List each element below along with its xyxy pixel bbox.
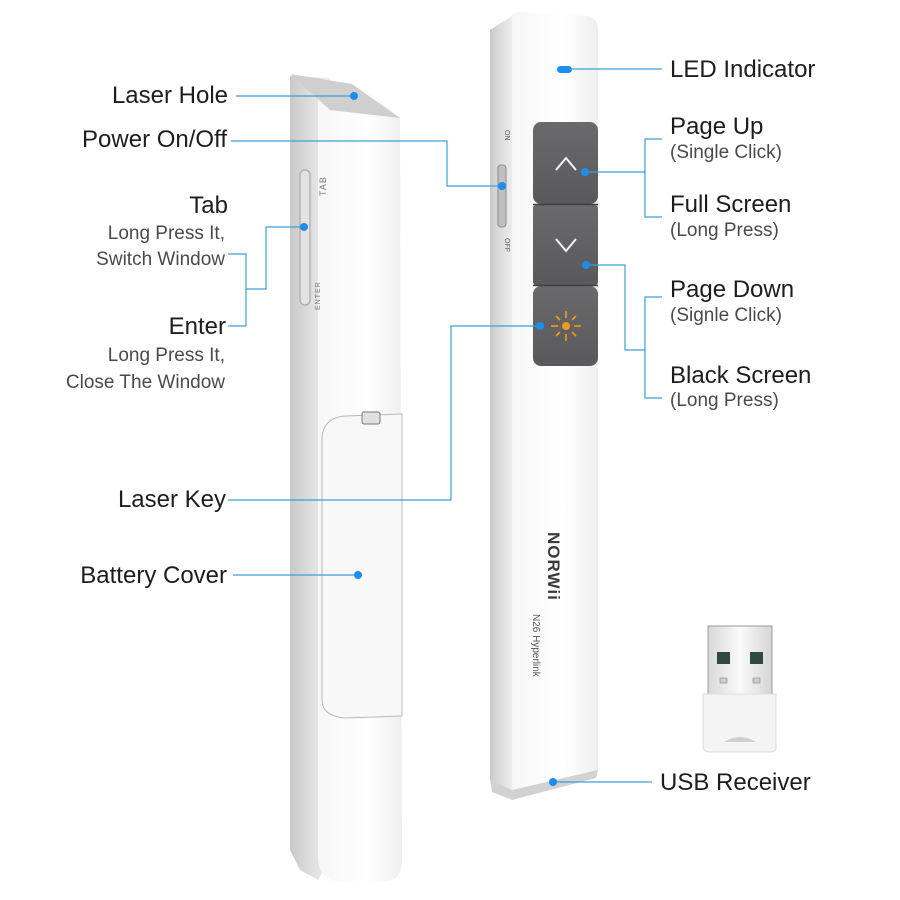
right-presenter-body bbox=[490, 12, 598, 800]
label-page-down-desc: (Signle Click) bbox=[670, 305, 782, 326]
callout-page-up-bracket bbox=[644, 138, 662, 218]
label-black-screen: Black Screen bbox=[670, 362, 812, 389]
tab-enter-rocker bbox=[299, 169, 311, 306]
label-tab: Tab bbox=[189, 192, 228, 219]
chevron-up-icon bbox=[555, 156, 577, 171]
chevron-down-icon bbox=[555, 238, 577, 253]
label-laser-hole: Laser Hole bbox=[111, 82, 228, 109]
page-up-button[interactable] bbox=[533, 122, 598, 204]
label-enter-desc-2: Close The Window bbox=[65, 372, 225, 393]
led-indicator bbox=[557, 66, 572, 73]
label-laser-key: Laser Key bbox=[117, 486, 226, 513]
enter-marking-text: ENTER bbox=[315, 281, 322, 310]
label-black-screen-desc: (Long Press) bbox=[670, 390, 779, 411]
off-marking-text: OFF bbox=[503, 238, 510, 252]
laser-sun-icon bbox=[551, 311, 581, 341]
label-usb-receiver: USB Receiver bbox=[660, 769, 811, 796]
left-presenter-body bbox=[290, 74, 403, 882]
label-tab-desc-1: Long Press It, bbox=[107, 223, 225, 244]
label-led: LED Indicator bbox=[670, 56, 816, 83]
model-name: N26 Hyperlink bbox=[530, 614, 541, 677]
callout-lines bbox=[228, 68, 662, 783]
callout-laser-key bbox=[228, 325, 540, 501]
power-slider bbox=[497, 164, 507, 228]
label-page-up-desc: (Single Click) bbox=[670, 142, 782, 163]
callout-tab bbox=[228, 226, 304, 290]
label-battery-cover: Battery Cover bbox=[80, 562, 227, 589]
label-tab-desc-2: Switch Window bbox=[96, 249, 225, 270]
label-enter-desc-1: Long Press It, bbox=[107, 345, 225, 366]
callout-dots bbox=[300, 92, 590, 786]
callout-enter bbox=[228, 289, 247, 327]
label-page-up: Page Up bbox=[670, 113, 764, 140]
label-page-down: Page Down bbox=[670, 276, 795, 303]
brand-logo: NORWii bbox=[544, 532, 563, 601]
label-full-screen: Full Screen bbox=[670, 191, 792, 218]
tab-marking-text: TAB bbox=[318, 176, 328, 196]
label-power: Power On/Off bbox=[82, 126, 227, 153]
battery-cover bbox=[321, 413, 403, 719]
page-down-button[interactable] bbox=[533, 205, 598, 285]
callout-page-down-bracket bbox=[644, 296, 662, 399]
label-enter: Enter bbox=[168, 313, 226, 340]
callout-page-down bbox=[586, 264, 645, 351]
usb-receiver-dongle bbox=[702, 625, 777, 753]
on-marking-text: ON bbox=[503, 130, 510, 141]
callout-power bbox=[231, 140, 502, 187]
label-full-screen-desc: (Long Press) bbox=[670, 220, 779, 241]
